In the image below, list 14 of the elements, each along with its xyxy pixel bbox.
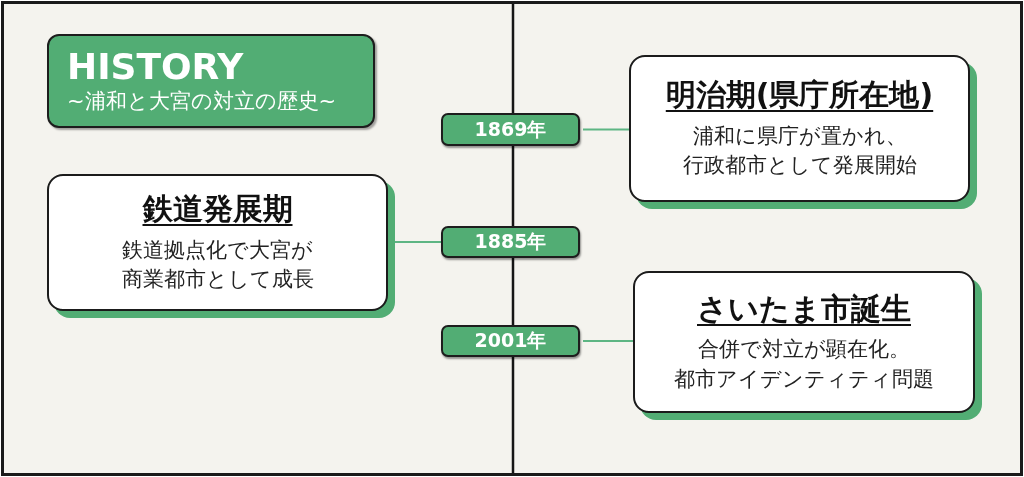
heading: HISTORY <box>67 46 244 87</box>
connector-line <box>394 241 442 243</box>
year-badge: 1885年 <box>441 226 583 261</box>
year-badge: 1869年 <box>441 113 583 149</box>
card-title: 明治期(県庁所在地) <box>665 76 934 114</box>
card-title: さいたま市誕生 <box>697 289 911 328</box>
card-title: 鉄道発展期 <box>142 190 293 228</box>
year-badge: 2001年 <box>441 325 583 360</box>
card-description: 鉄道拠点化で大宮が商業都市として成長 <box>120 236 315 294</box>
connector-line <box>582 128 630 131</box>
connector-line <box>582 340 634 342</box>
card-description: 合併で対立が顕在化。都市アイデンティティ問題 <box>673 336 935 393</box>
card-description: 浦和に県庁が置かれ、行政都市として発展開始 <box>681 122 918 180</box>
subtitle: ~浦和と大宮の対立の歴史~ <box>67 88 337 116</box>
